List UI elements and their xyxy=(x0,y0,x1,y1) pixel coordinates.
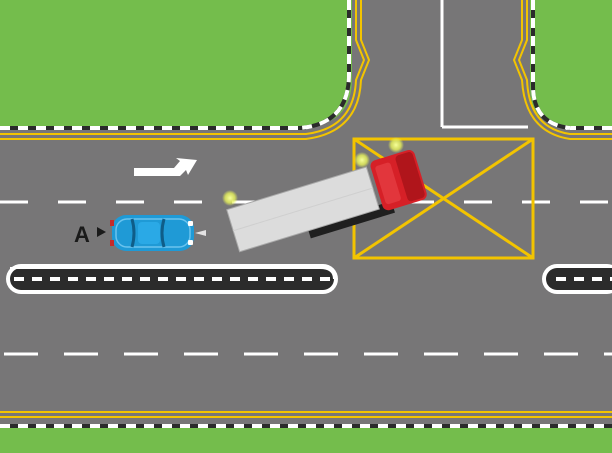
hazard-light-rear xyxy=(222,190,238,206)
car-a-label: A xyxy=(74,222,90,247)
grass-top-right xyxy=(530,0,612,126)
hazard-light-cab-right xyxy=(388,137,404,153)
median-island-right xyxy=(542,264,612,294)
median-island-left xyxy=(6,264,338,294)
hazard-light-cab-left xyxy=(354,152,370,168)
grass-bottom xyxy=(0,428,612,453)
grass-top-left xyxy=(0,0,352,126)
